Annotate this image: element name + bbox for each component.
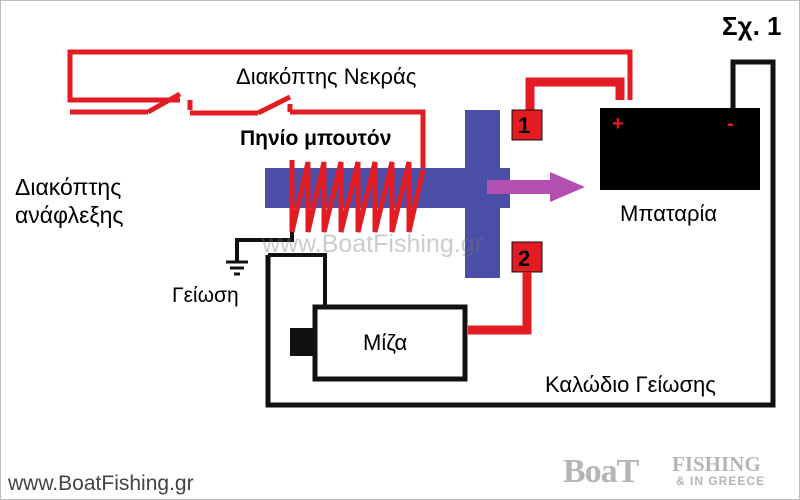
- ignition-control-wire: [67, 49, 633, 103]
- terminal-2-label: 2: [518, 246, 531, 271]
- battery-positive-wire: [525, 77, 625, 130]
- battery-positive-label: +: [612, 113, 624, 135]
- watermark: www.BoatFishing.gr: [262, 230, 483, 258]
- starter-label: Μίζα: [363, 330, 408, 355]
- ignition-switch-lever: [146, 91, 182, 115]
- solenoid-coil-label: Πηνίο μπουτόν: [240, 127, 392, 150]
- ground-label: Γείωση: [172, 284, 239, 307]
- plunger-arrow: [487, 172, 585, 202]
- website-link[interactable]: www.BoatFishing.gr: [8, 472, 194, 495]
- starter-feed-wire: [468, 272, 532, 335]
- negative-switch-label: Διακόπτης Νεκράς: [236, 64, 417, 89]
- ground-symbol: [226, 260, 248, 276]
- starter-ground-wire: [268, 253, 327, 307]
- ignition-switch-label-line2: ανάφλεξης: [15, 202, 124, 228]
- boatfishing-logo-sub: & IN GREECE: [676, 474, 766, 488]
- starter-pinion: [290, 328, 316, 356]
- battery-negative-label: -: [727, 113, 734, 135]
- boatfishing-logo-main: BoaT: [563, 453, 639, 490]
- coil-ground-wire: [235, 232, 294, 262]
- battery: [600, 108, 760, 190]
- ground-wire-label: Καλώδιο Γείωσης: [545, 372, 716, 397]
- solenoid-coil-windings: [289, 160, 426, 233]
- negative-switch-lever: [256, 94, 292, 116]
- ignition-switch-label-line1: Διακόπτης: [15, 174, 122, 200]
- coil-feed-wire: [290, 109, 426, 170]
- boatfishing-logo-fishing: FISHING: [672, 452, 761, 476]
- battery-ground-wire: [265, 59, 776, 408]
- figure-number: Σχ. 1: [722, 11, 782, 41]
- terminal-1: [511, 109, 543, 141]
- terminal-1-label: 1: [518, 113, 531, 138]
- battery-label: Μπαταρία: [620, 201, 718, 226]
